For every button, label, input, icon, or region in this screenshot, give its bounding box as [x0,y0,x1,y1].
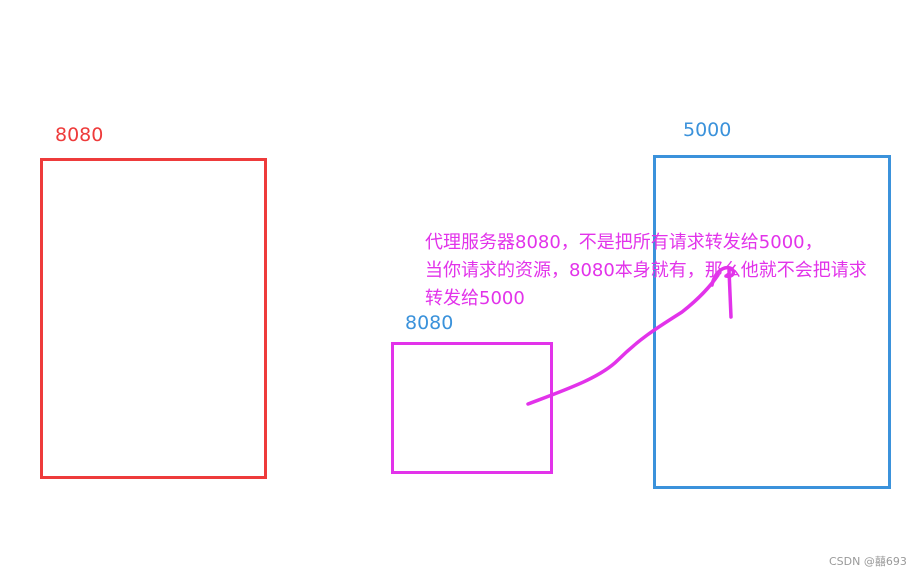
server-target-label: 5000 [683,119,732,141]
annotation-line-2: 当你请求的资源，8080本身就有，那么他就不会把请求 [425,260,867,281]
annotation-line-3: 转发给5000 [425,288,525,309]
server-target-box [653,155,891,489]
server-proxy-label: 8080 [405,312,454,334]
server-left-label: 8080 [55,124,104,146]
arrow-curve [526,273,720,406]
server-proxy-box [391,342,553,474]
server-left-box [40,158,267,479]
annotation-line-1: 代理服务器8080，不是把所有请求转发给5000， [425,232,823,253]
arrow-head-stem [727,268,733,319]
watermark: CSDN @囍693 [829,555,907,568]
arrow-head-loop [710,265,736,287]
